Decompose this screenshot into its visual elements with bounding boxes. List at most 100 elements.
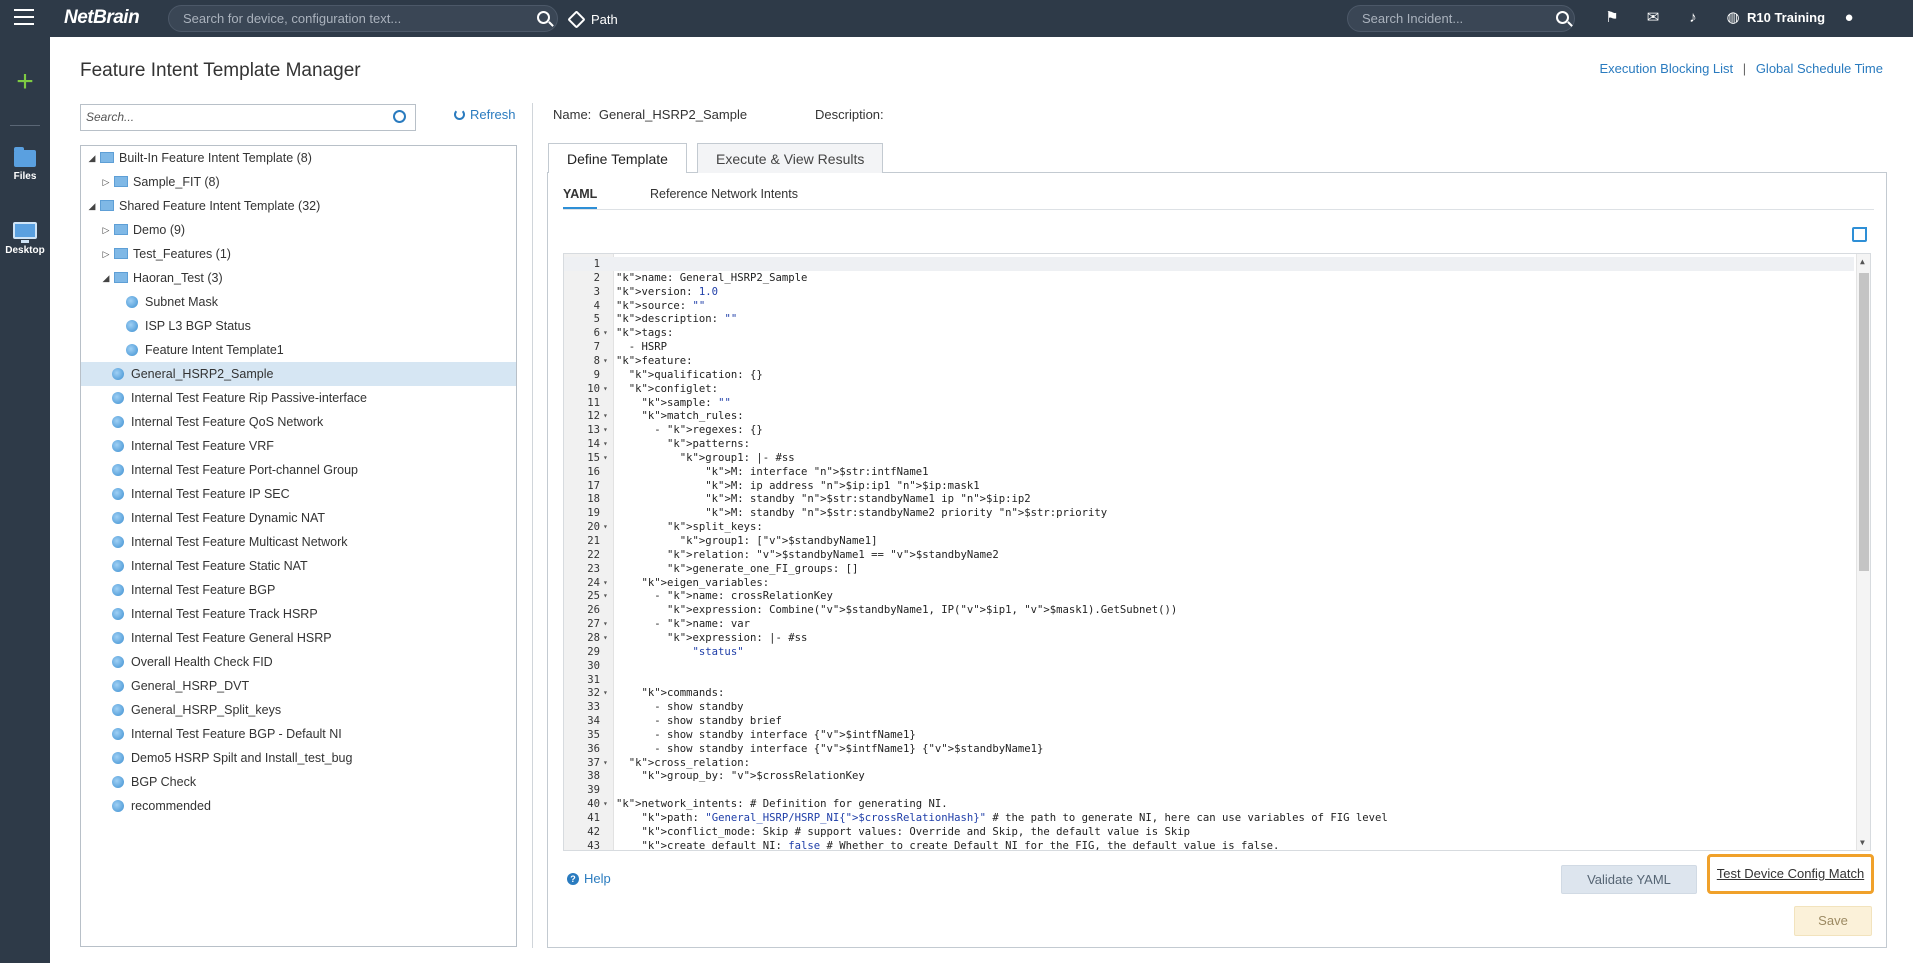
help-link[interactable]: ? Help <box>567 871 611 886</box>
code-line[interactable]: 32▾ "k">commands: <box>564 686 1854 700</box>
fold-icon[interactable]: ▾ <box>603 619 608 629</box>
tree-row[interactable]: Internal Test Feature VRF <box>81 434 516 458</box>
code-line[interactable]: 22 "k">relation: "v">$standbyName1 == "v… <box>564 548 1854 562</box>
collapsed-toggle-icon[interactable]: ▷ <box>102 177 110 187</box>
tree-search-icon[interactable] <box>393 110 406 123</box>
tree-row[interactable]: ISP L3 BGP Status <box>81 314 516 338</box>
expanded-toggle-icon[interactable]: ◢ <box>88 153 96 163</box>
add-icon[interactable]: + <box>16 65 34 98</box>
domain-label[interactable]: R10 Training <box>1747 10 1826 25</box>
tree-row[interactable]: Internal Test Feature QoS Network <box>81 410 516 434</box>
fold-icon[interactable]: ▾ <box>603 452 608 462</box>
expanded-toggle-icon[interactable]: ◢ <box>102 273 110 283</box>
user-avatar-icon[interactable]: ● <box>1844 9 1854 26</box>
incident-search-box[interactable] <box>1347 5 1575 32</box>
code-line[interactable]: 14▾ "k">patterns: <box>564 437 1854 451</box>
code-line[interactable]: 16 "k">M: interface "n">$str:intfName1 <box>564 465 1854 479</box>
tree-search-input[interactable] <box>86 110 376 124</box>
fold-icon[interactable]: ▾ <box>603 328 608 338</box>
code-line[interactable]: 10▾ "k">configlet: <box>564 382 1854 396</box>
code-line[interactable]: 21 "k">group1: ["v">$standbyName1] <box>564 534 1854 548</box>
fold-icon[interactable]: ▾ <box>603 425 608 435</box>
tree-row[interactable]: Internal Test Feature Port-channel Group <box>81 458 516 482</box>
subtab-yaml[interactable]: YAML <box>563 187 598 210</box>
global-schedule-time-link[interactable]: Global Schedule Time <box>1755 61 1883 76</box>
tree-row[interactable]: recommended <box>81 794 516 818</box>
global-search-box[interactable] <box>168 5 558 32</box>
collapsed-toggle-icon[interactable]: ▷ <box>102 225 110 235</box>
code-line[interactable]: 43 "k">create_default_NI: false # Whethe… <box>564 839 1854 850</box>
incident-search-input[interactable] <box>1362 11 1532 26</box>
code-line[interactable]: 37▾ "k">cross_relation: <box>564 756 1854 770</box>
tree-row[interactable]: Internal Test Feature BGP <box>81 578 516 602</box>
code-line[interactable]: 9 "k">qualification: {} <box>564 368 1854 382</box>
incident-icon[interactable]: ⚑ <box>1605 9 1619 26</box>
fold-icon[interactable]: ▾ <box>603 632 608 642</box>
code-line[interactable]: 8▾"k">feature: <box>564 354 1854 368</box>
path-button[interactable]: Path <box>567 8 618 30</box>
code-line[interactable]: 39 <box>564 783 1854 797</box>
tree-row[interactable]: ◢Shared Feature Intent Template (32) <box>81 194 516 218</box>
code-line[interactable]: 35 - show standby interface {"v">$intfNa… <box>564 728 1854 742</box>
tree-row[interactable]: Internal Test Feature Track HSRP <box>81 602 516 626</box>
code-line[interactable]: 28▾ "k">expression: |- #ss <box>564 631 1854 645</box>
tree-row[interactable]: Feature Intent Template1 <box>81 338 516 362</box>
search-icon[interactable] <box>537 11 550 24</box>
rail-desktop[interactable]: Desktop <box>0 222 50 256</box>
scroll-down-icon[interactable]: ▼ <box>1860 838 1865 847</box>
tree-row[interactable]: Internal Test Feature Static NAT <box>81 554 516 578</box>
code-line[interactable]: 24▾ "k">eigen_variables: <box>564 576 1854 590</box>
code-line[interactable]: 12▾ "k">match_rules: <box>564 409 1854 423</box>
tab-execute-view-results[interactable]: Execute & View Results <box>697 143 884 173</box>
tree-row[interactable]: Internal Test Feature Dynamic NAT <box>81 506 516 530</box>
code-line[interactable]: 38 "k">group_by: "v">$crossRelationKey <box>564 769 1854 783</box>
fold-icon[interactable]: ▾ <box>603 799 608 809</box>
code-line[interactable]: 41 "k">path: "General_HSRP/HSRP_NI{">$cr… <box>564 811 1854 825</box>
menu-icon[interactable] <box>14 9 34 27</box>
code-line[interactable]: 2"k">name: General_HSRP2_Sample <box>564 271 1854 285</box>
fold-icon[interactable]: ▾ <box>603 757 608 767</box>
tree-row[interactable]: General_HSRP_DVT <box>81 674 516 698</box>
fold-icon[interactable]: ▾ <box>603 383 608 393</box>
tree-row[interactable]: Internal Test Feature General HSRP <box>81 626 516 650</box>
code-line[interactable]: 40▾"k">network_intents: # Definition for… <box>564 797 1854 811</box>
collapsed-toggle-icon[interactable]: ▷ <box>102 249 110 259</box>
bell-icon[interactable]: ♪ <box>1689 9 1697 26</box>
tree-row[interactable]: General_HSRP_Split_keys <box>81 698 516 722</box>
tree-row[interactable]: Internal Test Feature BGP - Default NI <box>81 722 516 746</box>
tree-row[interactable]: Internal Test Feature Multicast Network <box>81 530 516 554</box>
code-line[interactable]: 23 "k">generate_one_FI_groups: [] <box>564 562 1854 576</box>
tree-row[interactable]: ▷Test_Features (1) <box>81 242 516 266</box>
fold-icon[interactable]: ▾ <box>603 688 608 698</box>
execution-blocking-list-link[interactable]: Execution Blocking List <box>1599 61 1734 76</box>
fold-icon[interactable]: ▾ <box>603 411 608 421</box>
tree-row[interactable]: ▷Demo (9) <box>81 218 516 242</box>
validate-yaml-button[interactable]: Validate YAML <box>1561 865 1697 894</box>
code-line[interactable]: 17 "k">M: ip address "n">$ip:ip1 "n">$ip… <box>564 479 1854 493</box>
tree-row[interactable]: General_HSRP2_Sample <box>81 362 516 386</box>
globe-icon[interactable]: ◍ <box>1726 9 1740 26</box>
refresh-button[interactable]: Refresh <box>454 107 516 122</box>
panel-divider[interactable] <box>532 103 533 948</box>
expand-icon[interactable] <box>1852 227 1867 242</box>
tree-row[interactable]: Demo5 HSRP Spilt and Install_test_bug <box>81 746 516 770</box>
tree-row[interactable]: Internal Test Feature Rip Passive-interf… <box>81 386 516 410</box>
test-device-config-match-button[interactable]: Test Device Config Match <box>1707 854 1874 894</box>
code-line[interactable]: 1 <box>564 257 1854 271</box>
tree-row[interactable]: Overall Health Check FID <box>81 650 516 674</box>
code-line[interactable]: 25▾ - "k">name: crossRelationKey <box>564 589 1854 603</box>
code-line[interactable]: 18 "k">M: standby "n">$str:standbyName1 … <box>564 492 1854 506</box>
code-line[interactable]: 33 - show standby <box>564 700 1854 714</box>
chat-icon[interactable]: ✉ <box>1646 9 1660 26</box>
code-line[interactable]: 6▾"k">tags: <box>564 326 1854 340</box>
tree-row[interactable]: ◢Haoran_Test (3) <box>81 266 516 290</box>
global-search-input[interactable] <box>183 11 503 26</box>
code-line[interactable]: 34 - show standby brief <box>564 714 1854 728</box>
subtab-reference-network-intents[interactable]: Reference Network Intents <box>650 187 798 201</box>
code-line[interactable]: 5"k">description: "" <box>564 312 1854 326</box>
fold-icon[interactable]: ▾ <box>603 577 608 587</box>
code-line[interactable]: 13▾ - "k">regexes: {} <box>564 423 1854 437</box>
tree-row[interactable]: BGP Check <box>81 770 516 794</box>
tree-row[interactable]: ▷Sample_FIT (8) <box>81 170 516 194</box>
